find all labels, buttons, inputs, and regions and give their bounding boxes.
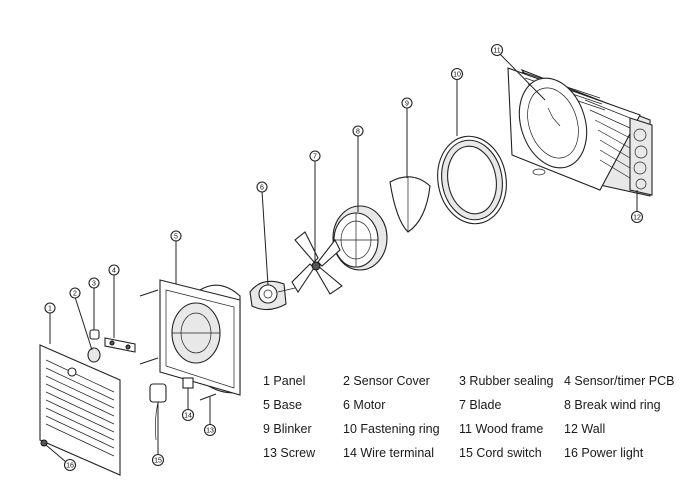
svg-text:11: 11 bbox=[493, 48, 500, 55]
blinker-part bbox=[389, 176, 431, 233]
legend-item-15: 15 Cord switch bbox=[459, 446, 542, 460]
legend-item-10: 10 Fastening ring bbox=[343, 422, 440, 436]
wood-frame-part bbox=[518, 77, 588, 176]
wire-terminal-part bbox=[182, 377, 194, 389]
callout-9: 9 bbox=[401, 97, 413, 109]
base-part bbox=[159, 279, 241, 396]
svg-text:12: 12 bbox=[633, 215, 641, 222]
svg-text:8: 8 bbox=[356, 129, 360, 136]
legend-item-8: 8 Break wind ring bbox=[564, 398, 661, 412]
callout-11: 11 bbox=[490, 43, 504, 57]
legend-item-2: 2 Sensor Cover bbox=[343, 374, 430, 388]
callout-3: 3 bbox=[88, 277, 100, 289]
legend-item-14: 14 Wire terminal bbox=[343, 446, 434, 460]
callout-7: 7 bbox=[309, 150, 321, 162]
callout-8: 8 bbox=[352, 125, 364, 137]
legend-item-1: 1 Panel bbox=[263, 374, 306, 388]
legend-item-16: 16 Power light bbox=[564, 446, 644, 460]
callouts: 1 2 3 4 5 6 7 8 9 10 11 12 13 14 15 16 bbox=[44, 43, 644, 472]
sensor-cover-part bbox=[87, 347, 101, 363]
fastening-ring-part bbox=[437, 135, 507, 225]
legend-item-7: 7 Blade bbox=[459, 398, 502, 412]
callout-4: 4 bbox=[108, 264, 120, 276]
cord-switch-part bbox=[149, 383, 167, 441]
svg-text:10: 10 bbox=[453, 72, 461, 79]
svg-text:2: 2 bbox=[73, 291, 77, 298]
svg-text:4: 4 bbox=[112, 268, 116, 275]
svg-text:5: 5 bbox=[174, 234, 178, 241]
blade-part bbox=[291, 231, 343, 295]
callout-13: 13 bbox=[203, 423, 217, 437]
svg-text:3: 3 bbox=[92, 281, 96, 288]
callout-1: 1 bbox=[44, 302, 56, 314]
legend-item-12: 12 Wall bbox=[564, 422, 606, 436]
legend-item-13: 13 Screw bbox=[263, 446, 316, 460]
svg-text:9: 9 bbox=[405, 101, 409, 108]
svg-text:1: 1 bbox=[48, 306, 52, 313]
motor-part bbox=[249, 280, 296, 311]
leader-lines bbox=[45, 53, 638, 463]
rubber-sealing-part bbox=[89, 329, 100, 340]
svg-text:14: 14 bbox=[184, 413, 192, 420]
callout-16: 16 bbox=[63, 458, 77, 472]
legend-item-6: 6 Motor bbox=[343, 398, 386, 412]
legend-item-11: 11 Wood frame bbox=[459, 422, 544, 436]
sensor-pcb-part bbox=[104, 337, 136, 353]
callout-14: 14 bbox=[181, 408, 195, 422]
legend-item-5: 5 Base bbox=[263, 398, 302, 412]
callout-10: 10 bbox=[450, 67, 464, 81]
svg-text:15: 15 bbox=[154, 458, 162, 465]
power-light-part bbox=[40, 439, 48, 447]
callout-6: 6 bbox=[256, 181, 268, 193]
callout-15: 15 bbox=[151, 453, 165, 467]
break-wind-ring-part bbox=[332, 205, 388, 271]
legend-item-4: 4 Sensor/timer PCB bbox=[564, 374, 675, 388]
svg-text:7: 7 bbox=[313, 154, 317, 161]
callout-2: 2 bbox=[69, 287, 81, 299]
callout-5: 5 bbox=[170, 230, 182, 242]
screws-part bbox=[139, 289, 217, 401]
legend-item-9: 9 Blinker bbox=[263, 422, 312, 436]
callout-12: 12 bbox=[630, 210, 644, 224]
svg-text:6: 6 bbox=[260, 185, 264, 192]
svg-text:16: 16 bbox=[66, 463, 74, 470]
legend-item-3: 3 Rubber sealing bbox=[459, 374, 554, 388]
svg-text:13: 13 bbox=[206, 428, 214, 435]
panel-part bbox=[39, 344, 121, 476]
